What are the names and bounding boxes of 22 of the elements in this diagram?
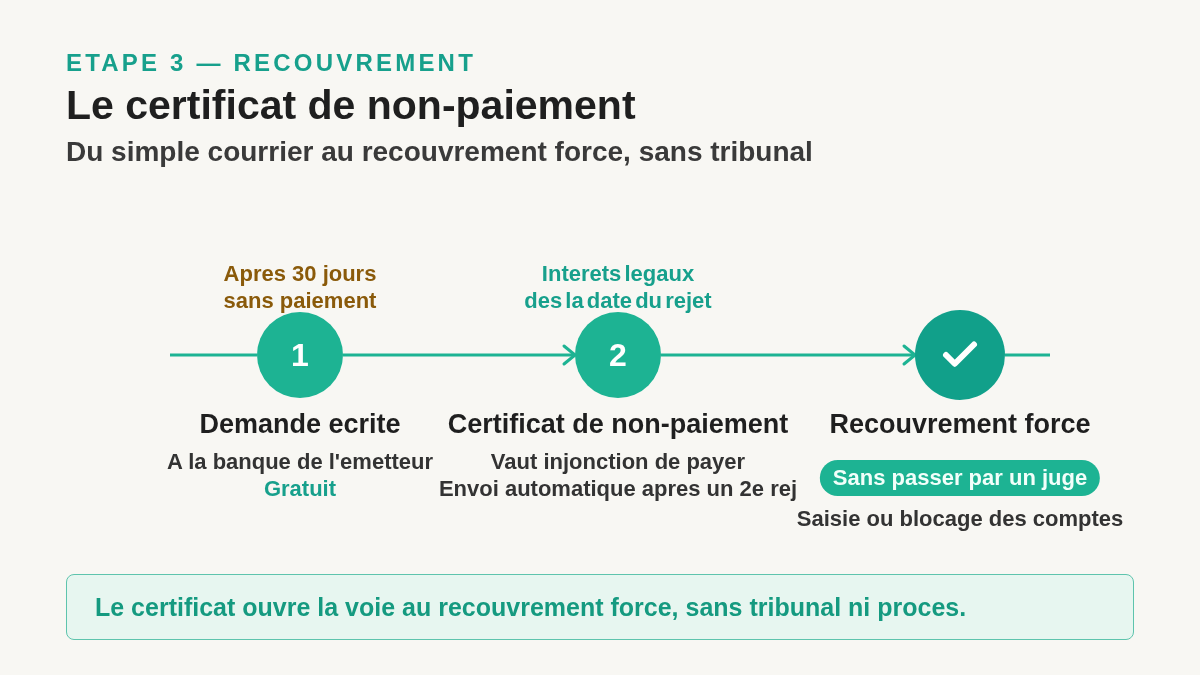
callout-box [66, 574, 1134, 640]
callout-text: Le certificat ouvre la voie au recouvrement force, sans tribunal ni proces. [95, 592, 967, 622]
step-title: Certificat de non-paiement [447, 408, 789, 440]
step-number: 2 [609, 337, 627, 373]
connector-line [170, 353, 257, 357]
step-highlight: Gratuit [263, 475, 337, 502]
step-title: Demande ecrite [199, 408, 401, 440]
step-note: Interets legaux des la date du rejet [523, 260, 713, 314]
step-description: Vaut injonction de payer [490, 448, 746, 475]
connector-line [1005, 353, 1050, 357]
page-subtitle: Du simple courrier au recouvrement force, sans tribunal [66, 135, 813, 169]
highlight-pill: Sans passer par un juge [819, 460, 1101, 496]
step-number: 1 [291, 337, 309, 373]
step-description: A la banque de l'emetteur [167, 448, 433, 475]
step-description: Envoi automatique apres un 2e rej [438, 475, 798, 502]
arrow [343, 344, 577, 366]
section-eyebrow: ETAPE 3 — RECOUVREMENT [66, 48, 476, 78]
arrow [661, 344, 917, 366]
step-description: Saisie ou blocage des comptes [796, 505, 1124, 532]
step-title: Recouvrement force [829, 408, 1091, 440]
page-title: Le certificat de non-paiement [66, 81, 636, 130]
step-note: Apres 30 jours sans paiement [222, 260, 378, 314]
